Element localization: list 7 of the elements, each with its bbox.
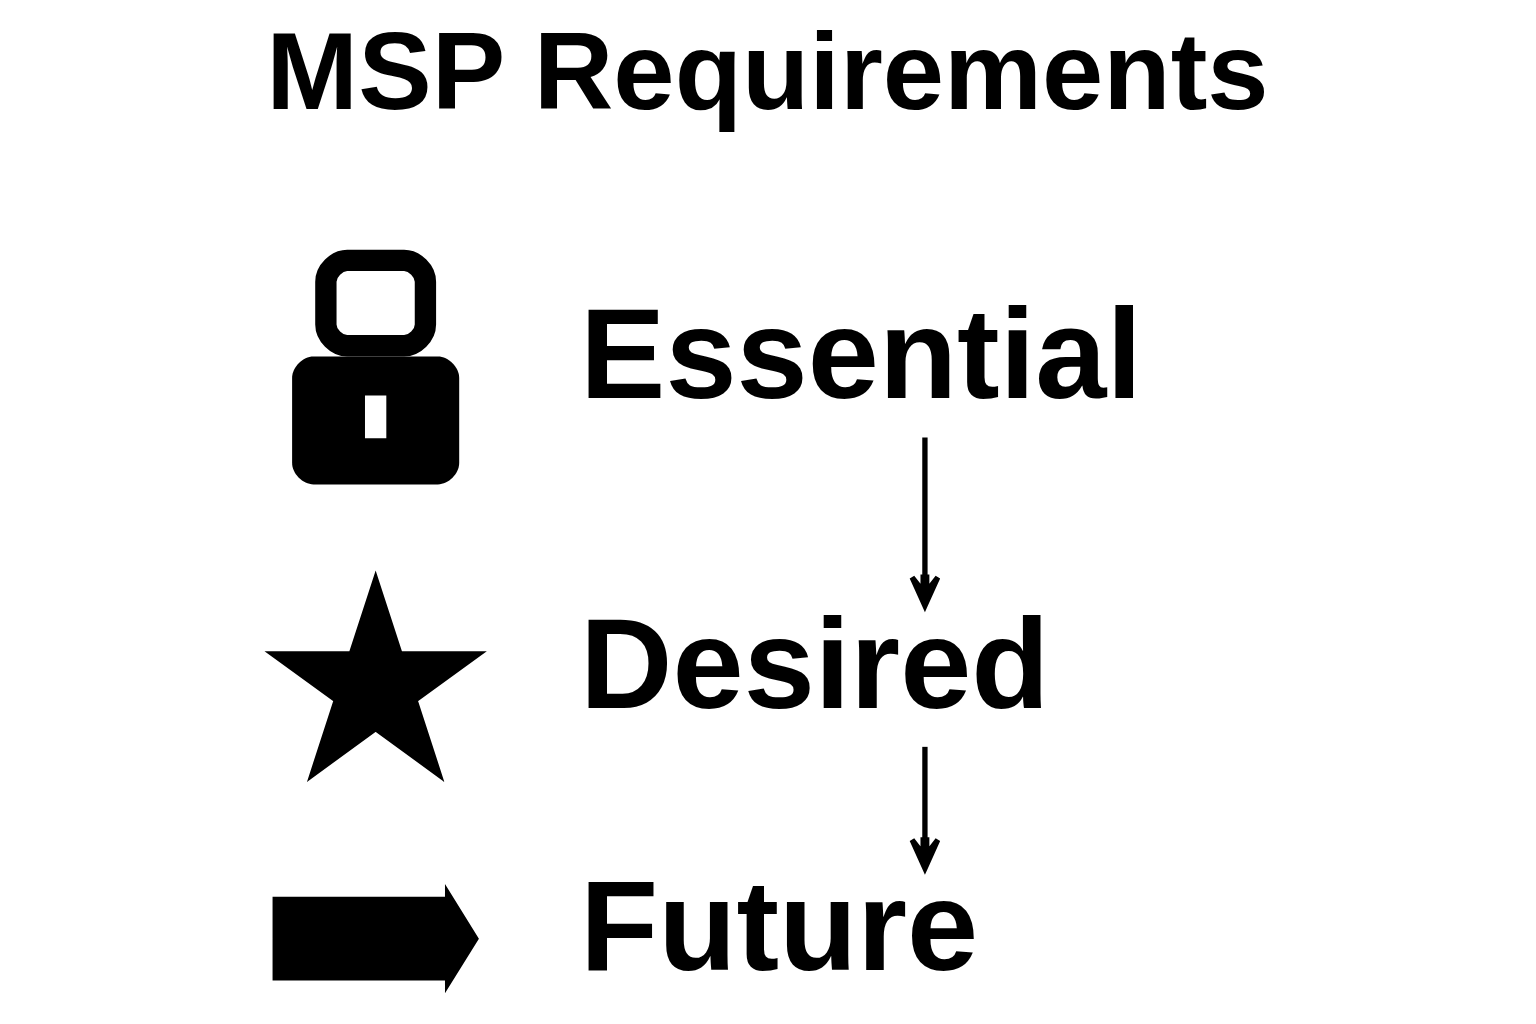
arrow (908, 746, 940, 872)
node-star (264, 570, 487, 782)
node-text: Future (579, 853, 978, 997)
node-text: Desired (579, 591, 1050, 735)
diagram-title: MSP Requirements (265, 8, 1269, 132)
node-arrow (272, 883, 479, 994)
node-text: Essential (579, 282, 1142, 426)
